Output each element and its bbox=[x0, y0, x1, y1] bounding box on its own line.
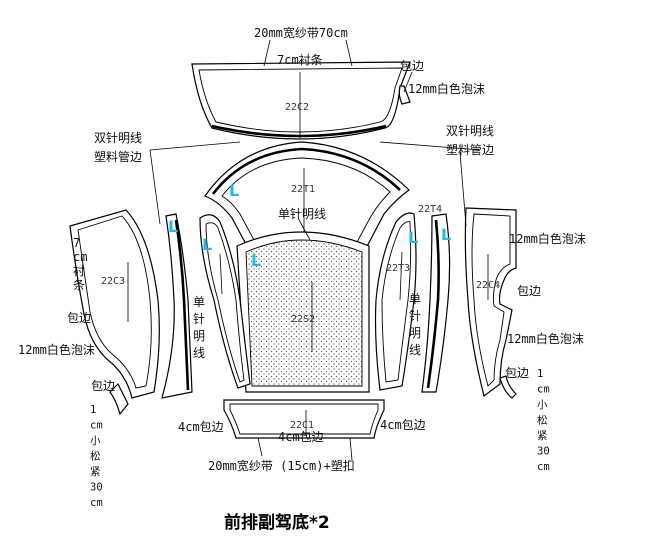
label-double-needle-right-1: 双针明线 bbox=[446, 123, 494, 138]
label-double-needle-left-1: 双针明线 bbox=[94, 130, 142, 145]
label-single-needle-mid: 单针明线 bbox=[278, 206, 326, 221]
label-mesh-band-top: 20mm宽纱带70cm bbox=[254, 25, 348, 40]
marker-l-4: L bbox=[251, 251, 261, 270]
code-right-inner: 22T3 bbox=[386, 263, 410, 274]
label-double-needle-right-2: 塑料管边 bbox=[446, 142, 494, 157]
marker-l-6: L bbox=[441, 225, 451, 244]
label-single-needle-right-v: 单针明线 bbox=[409, 292, 421, 357]
label-edge-wrap-top: 包边 bbox=[400, 59, 424, 73]
marker-l-1: L bbox=[229, 181, 239, 200]
piece-bottom-band bbox=[223, 399, 385, 439]
piece-center bbox=[236, 231, 370, 393]
marker-l-2: L bbox=[168, 217, 178, 236]
marker-l-5: L bbox=[408, 228, 418, 247]
code-right-inner-top: 22T4 bbox=[418, 204, 442, 215]
diagram-title: 前排副驾底*2 bbox=[224, 512, 330, 533]
label-edge-4cm-left: 4cm包边 bbox=[178, 420, 224, 434]
label-foam-12-right-1: 12mm白色泡沫 bbox=[509, 231, 586, 246]
code-left-outer: 22C3 bbox=[101, 276, 125, 287]
label-edge-wrap-right: 包边 bbox=[517, 284, 541, 298]
leader-lines bbox=[149, 39, 481, 461]
code-bottom-band: 22C1 bbox=[290, 420, 314, 431]
label-edge-wrap-left-bottom: 包边 bbox=[91, 379, 115, 393]
code-seat-back: 22T1 bbox=[291, 184, 315, 195]
label-edge-4cm-mid: 4cm包边 bbox=[278, 430, 324, 444]
label-foam-12-top: 12mm白色泡沫 bbox=[408, 81, 485, 96]
label-single-needle-left-v: 单针明线 bbox=[193, 295, 205, 360]
code-center: 22S2 bbox=[291, 314, 315, 325]
label-double-needle-left-2: 塑料管边 bbox=[94, 149, 142, 164]
code-top-band: 22C2 bbox=[285, 102, 309, 113]
label-edge-4cm-right: 4cm包边 bbox=[380, 418, 426, 432]
piece-left-inner-thin bbox=[161, 213, 193, 399]
code-right-outer: 22C4 bbox=[476, 280, 500, 291]
label-edge-wrap-left: 包边 bbox=[67, 311, 91, 325]
label-foam-12-left: 12mm白色泡沫 bbox=[18, 342, 95, 357]
label-lining-7cm: 7cm衬条 bbox=[277, 53, 323, 67]
label-edge-wrap-right-bottom: 包边 bbox=[505, 366, 529, 380]
label-mesh-band-bottom: 20mm宽纱带 (15cm)+塑扣 bbox=[208, 458, 355, 473]
label-foam-12-right-2: 12mm白色泡沫 bbox=[507, 331, 584, 346]
marker-l-3: L bbox=[202, 235, 212, 254]
piece-seat-back bbox=[204, 141, 410, 253]
piece-left-outer bbox=[69, 209, 160, 416]
piece-right-outer bbox=[464, 207, 517, 399]
piece-top-band bbox=[191, 61, 411, 140]
piece-right-inner bbox=[374, 212, 417, 391]
piece-right-inner-thin bbox=[421, 213, 451, 393]
piece-left-inner bbox=[199, 214, 251, 389]
